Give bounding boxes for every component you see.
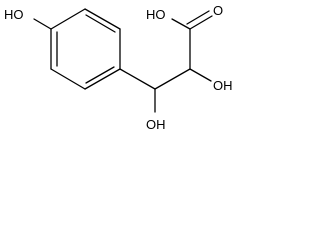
beta-to-alpha-carbon-bond (154, 68, 191, 90)
beta-hydroxyl-label: OH (146, 117, 166, 132)
benzene-ring (50, 8, 121, 90)
ring-double-bond-top-right (85, 14, 116, 33)
carbonyl-double-bond-inner (186, 10, 210, 25)
alpha-hydroxyl-label: OH (213, 78, 233, 93)
ring-bond-bottom-right (84, 68, 121, 90)
phenol-oxygen-bond (33, 18, 52, 30)
ring-bond-top-right (84, 8, 121, 30)
carboxyl-carbon-to-hydroxyl-bond (171, 18, 191, 30)
carboxyl-hydroxyl-label: HO (146, 7, 166, 22)
carbonyl-double-bond-outer (189, 15, 213, 30)
side-chain (119, 10, 213, 113)
ring-to-beta-carbon-bond (119, 68, 156, 90)
phenol-hydroxyl-label: HO (4, 7, 24, 22)
ring-bond-bottom-left (50, 68, 86, 90)
structural-formula: HO HO O OH OH (4, 3, 233, 132)
ring-double-bond-bottom (85, 66, 115, 84)
carbonyl-oxygen-label: O (213, 3, 223, 18)
ring-bond-top-left (50, 8, 86, 30)
alpha-carbon-to-hydroxyl-bond (189, 68, 212, 82)
